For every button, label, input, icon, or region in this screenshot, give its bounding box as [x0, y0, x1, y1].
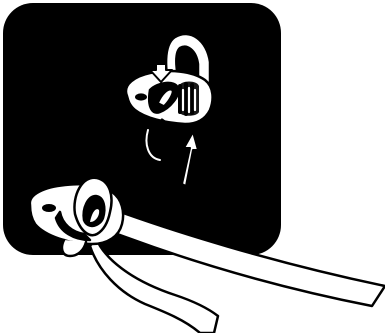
strap-lower: [88, 236, 220, 333]
strap-tab: [60, 238, 88, 258]
strap-long: [110, 208, 385, 308]
buckle-hole: [135, 93, 147, 101]
buckle-icon: [28, 176, 125, 258]
buckle-prong-opening: [82, 194, 106, 228]
arrow-up-icon: [181, 131, 199, 187]
buckle-slot-bar: [157, 88, 174, 107]
buckle-front-bar: [54, 210, 92, 242]
strap-icon: [88, 208, 385, 333]
buckle-threading-detail-icon: [124, 32, 214, 187]
arrow-down-icon: [149, 63, 173, 83]
buckle-plate-hole: [42, 204, 56, 212]
